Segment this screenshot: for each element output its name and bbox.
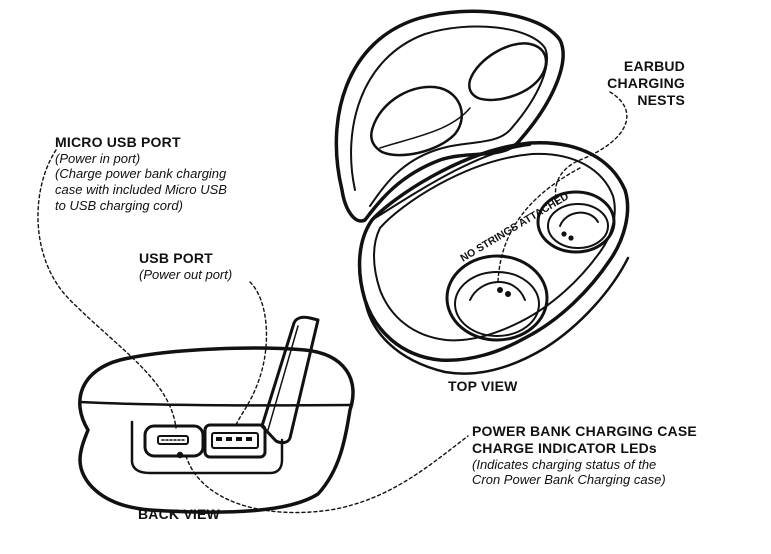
back-view-case [78,315,355,514]
micro-usb-line-3: case with included Micro USB [55,181,227,197]
earbud-nests-line-2: CHARGING NESTS [607,74,685,108]
micro-usb-line-1: (Power in port) [55,150,141,166]
earbud-leader-2 [497,167,581,283]
leds-sub-1: (Indicates charging status of the [472,456,657,472]
micro-usb-leader [37,149,177,429]
micro-usb-line-2: (Charge power bank charging [55,166,227,182]
back-view-label: BACK VIEW [138,506,220,522]
top-view-case [334,9,630,375]
led-leader [185,435,469,514]
usb-port-line-1: (Power out port) [139,266,233,282]
earbud-leader-1 [554,91,628,205]
usb-port-leader [235,281,268,426]
earbud-nests-line-1: EARBUD [623,58,685,74]
micro-usb-label: MICRO USB PORT (Power in port) (Charge p… [55,134,227,213]
micro-usb-title: MICRO USB PORT [55,134,181,150]
leds-line-2: CHARGE INDICATOR LEDs [472,439,657,456]
leds-line-1: POWER BANK CHARGING CASE [472,423,697,439]
case-lettering: NO STRINGS ATTACHED [458,190,571,264]
usb-port-label: USB PORT (Power out port) [139,250,232,282]
top-view-label: TOP VIEW [448,378,518,394]
earbud-nests-label: EARBUD CHARGING NESTS [567,58,685,108]
usb-port-title: USB PORT [139,250,213,266]
micro-usb-line-4: to USB charging cord) [55,197,183,213]
leds-label: POWER BANK CHARGING CASE CHARGE INDICATO… [472,423,697,488]
leds-sub-2: Cron Power Bank Charging case) [472,472,666,488]
